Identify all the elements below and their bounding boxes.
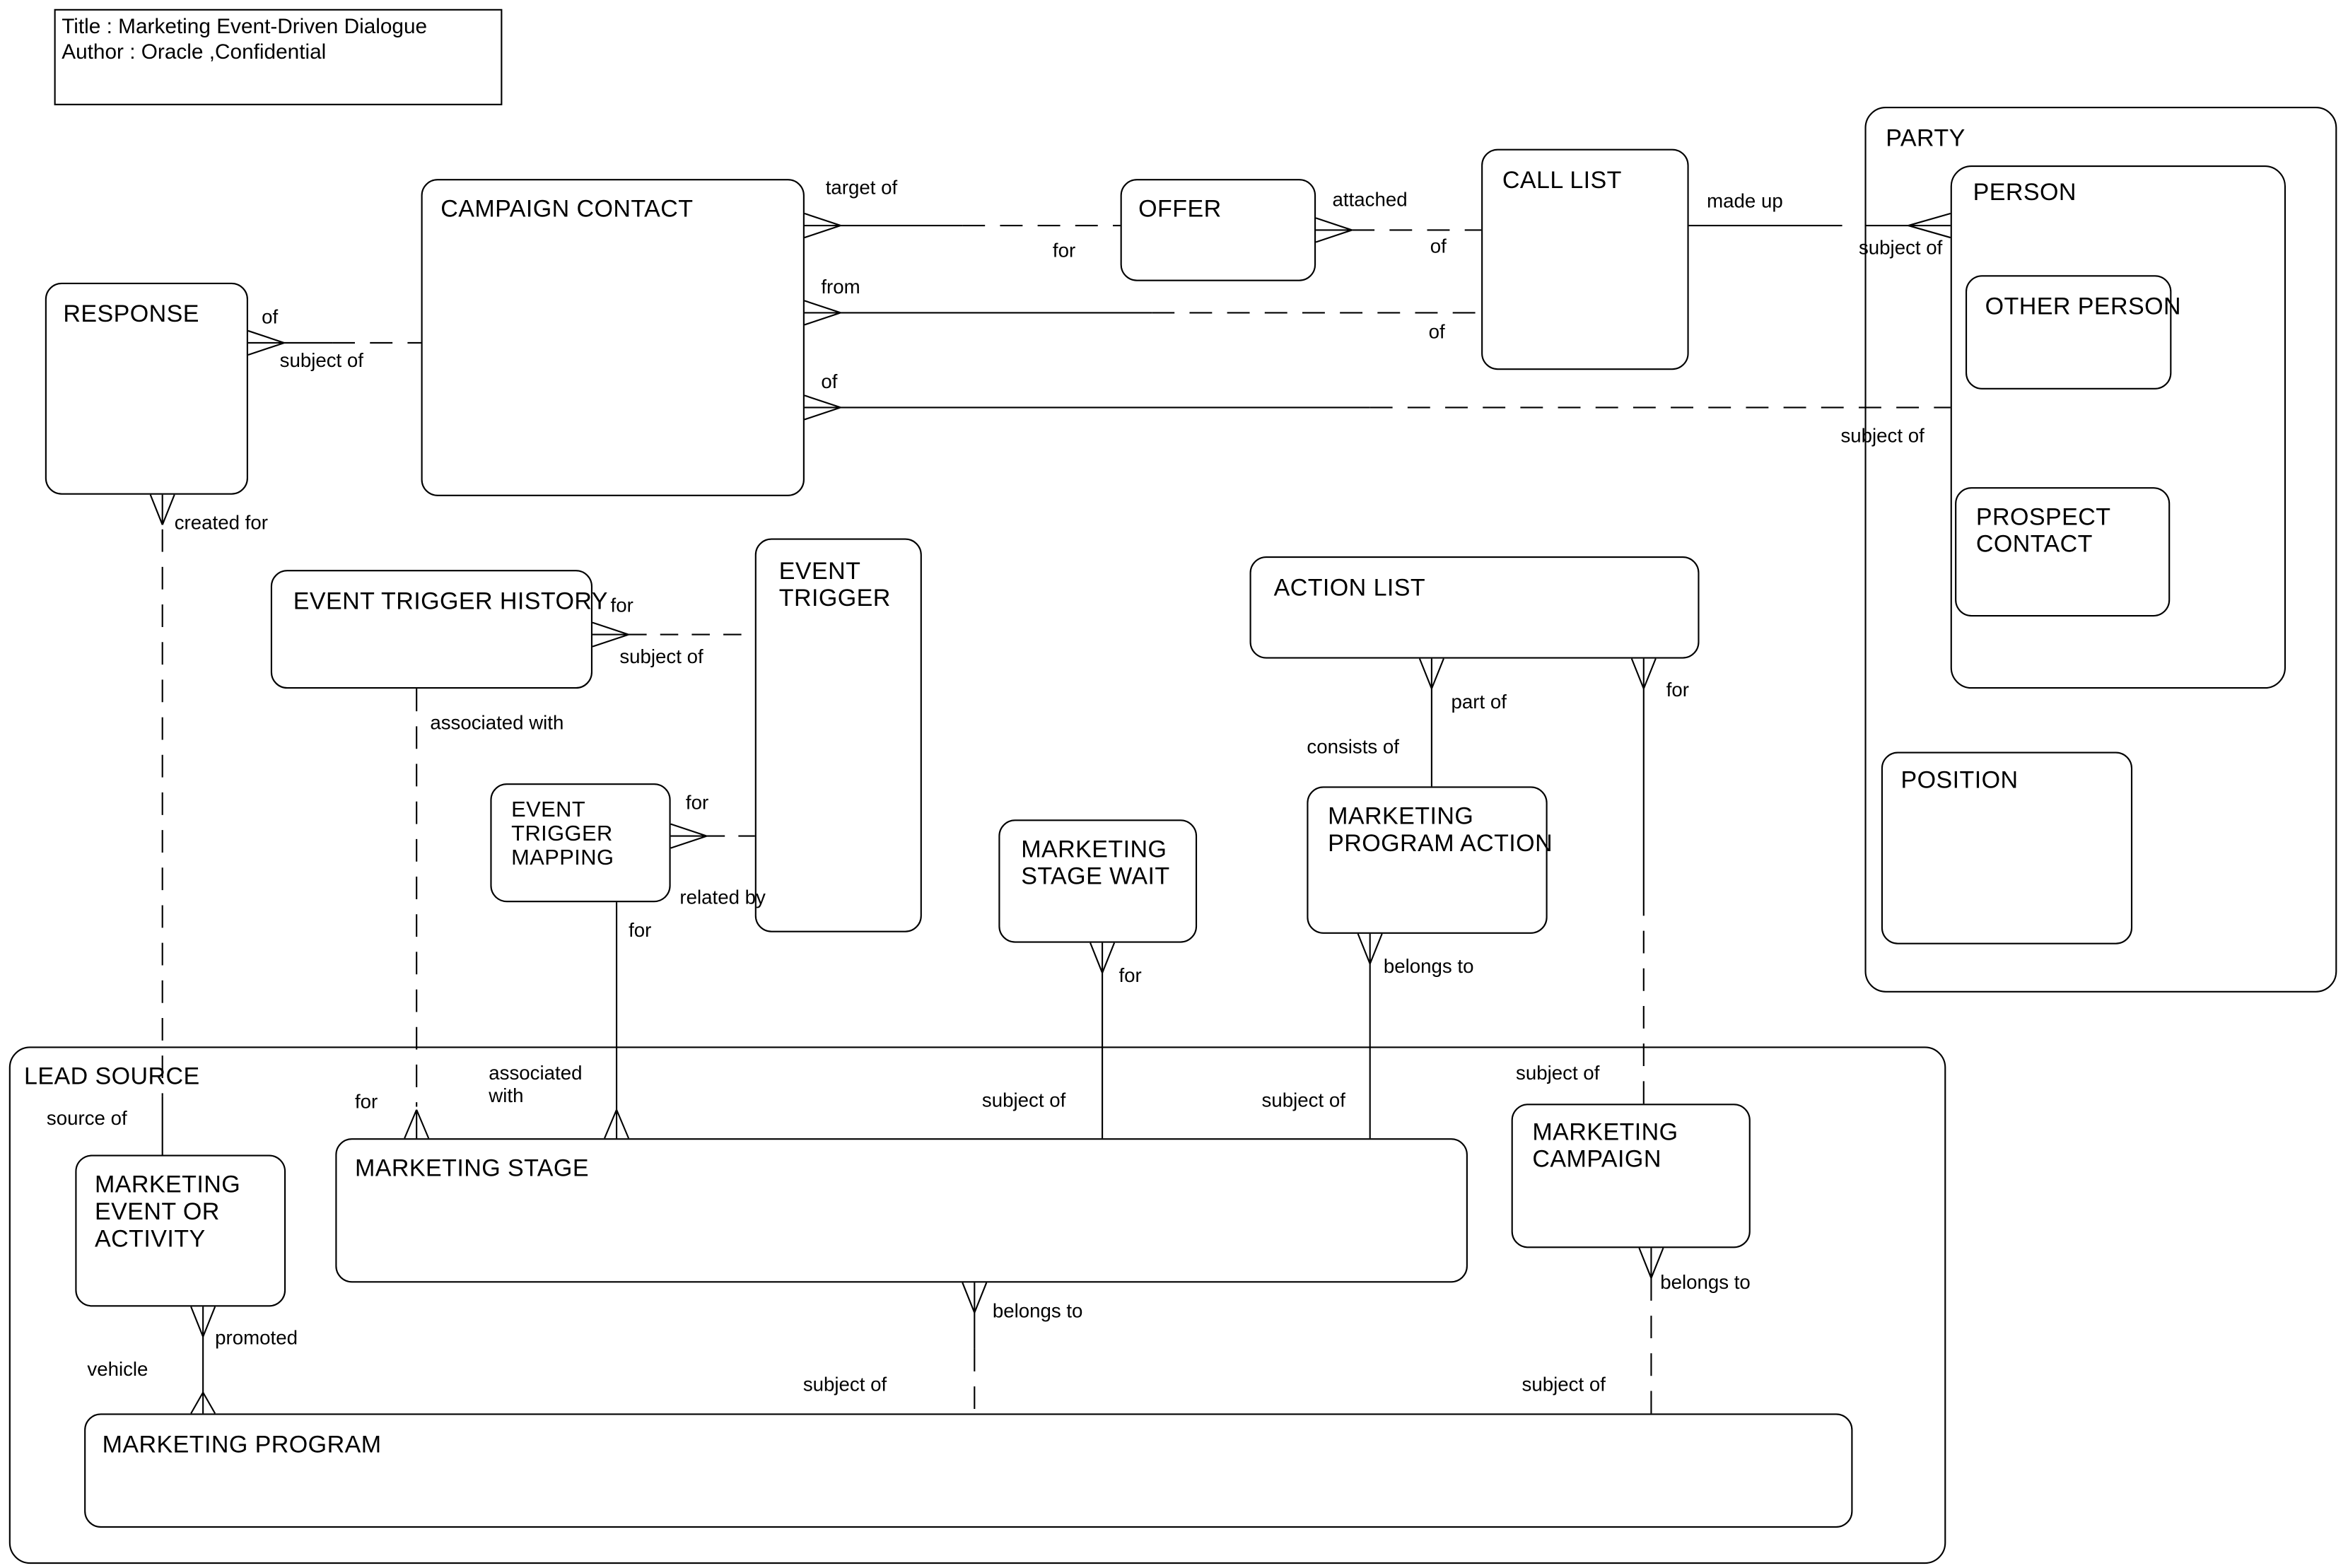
rel-label-target-of: target of — [825, 175, 898, 199]
entity-response — [45, 282, 248, 495]
rel-label-etm-for: for — [685, 790, 709, 814]
line-call-list-person — [1688, 213, 1951, 239]
rel-label-msw-subject-of: subject of — [981, 1088, 1066, 1111]
entity-marketing-event-or-activity-label: MARKETING EVENT OR ACTIVITY — [95, 1173, 241, 1253]
rel-label-etm-ms-associated-with: associated with — [489, 1061, 583, 1107]
line-campaign-contact-person — [804, 394, 1951, 421]
rel-label-from: from — [821, 275, 860, 298]
entity-position-label: POSITION — [1900, 768, 2019, 795]
line-campaign-contact-call-list — [804, 300, 1482, 326]
entity-event-trigger-mapping-label: EVENT TRIGGER MAPPING — [511, 798, 614, 872]
rel-label-made-up: made up — [1707, 189, 1783, 212]
entity-other-person-label: OTHER PERSON — [1985, 294, 2182, 321]
rel-label-part-of: part of — [1451, 690, 1507, 713]
line-mpa-marketing-stage — [1357, 933, 1383, 1139]
rel-label-vehicle: vehicle — [87, 1357, 148, 1381]
entity-prospect-contact — [1955, 487, 2171, 617]
entity-event-trigger — [754, 538, 922, 932]
title-line: Title : Marketing Event-Driven Dialogue — [62, 13, 428, 38]
entity-action-list-label: ACTION LIST — [1273, 575, 1426, 602]
entity-other-person — [1965, 275, 2172, 390]
line-action-list-marketing-campaign — [1630, 658, 1657, 1104]
line-eth-marketing-stage — [404, 689, 430, 1139]
entity-action-list — [1249, 556, 1700, 659]
rel-label-offer-for: for — [1052, 239, 1076, 262]
entity-call-list-label: CALL LIST — [1502, 168, 1622, 194]
entity-marketing-program-action-label: MARKETING PROGRAM ACTION — [1328, 804, 1553, 858]
rel-label-eth-ms-for: for — [354, 1090, 378, 1113]
rel-label-cc-person-subject-of: subject of — [1840, 423, 1924, 447]
rel-label-mpa-subject-of: subject of — [1261, 1088, 1345, 1111]
entity-response-label: RESPONSE — [63, 302, 199, 328]
entity-event-trigger-history — [270, 570, 593, 689]
entity-lead-source-label: LEAD SOURCE — [24, 1064, 200, 1091]
title-box: Title : Marketing Event-Driven Dialogue … — [54, 8, 503, 105]
line-response-campaign-contact — [247, 329, 421, 356]
entity-marketing-stage-wait — [998, 819, 1198, 943]
entity-offer-label: OFFER — [1138, 197, 1222, 223]
line-eth-event-trigger — [592, 621, 755, 648]
line-offer-call-list — [1315, 217, 1482, 243]
entity-offer — [1120, 179, 1316, 281]
line-marketing-campaign-marketing-program — [1638, 1248, 1664, 1414]
entity-marketing-stage-label: MARKETING STAGE — [354, 1156, 589, 1182]
line-msw-marketing-stage — [1090, 942, 1116, 1139]
rel-label-al-mc-subject-of: subject of — [1516, 1061, 1600, 1084]
entity-campaign-contact — [421, 179, 805, 496]
entity-marketing-program — [84, 1413, 1853, 1528]
entity-person — [1950, 165, 2286, 689]
rel-label-al-mc-for: for — [1666, 678, 1689, 701]
rel-label-response-of: of — [262, 305, 279, 328]
rel-label-mc-subject-of: subject of — [1521, 1372, 1606, 1396]
rel-label-related-by: related by — [679, 885, 766, 908]
entity-event-trigger-label: EVENT TRIGGER — [778, 559, 891, 612]
rel-label-cc-person-of: of — [821, 370, 838, 393]
rel-label-source-of: source of — [46, 1106, 127, 1130]
rel-label-msw-for: for — [1118, 964, 1142, 987]
rel-label-eth-for: for — [610, 594, 633, 617]
rel-label-ms-subject-of: subject of — [802, 1372, 887, 1396]
rel-label-response-subject-of: subject of — [279, 349, 364, 372]
rel-label-eth-subject-of: subject of — [619, 645, 703, 668]
rel-label-made-up-subject-of: subject of — [1858, 235, 1943, 259]
line-etm-marketing-stage — [604, 902, 630, 1139]
entity-lead-source — [8, 1046, 1946, 1564]
entity-event-trigger-history-label: EVENT TRIGGER HISTORY — [293, 589, 608, 615]
entity-person-label: PERSON — [1973, 180, 2077, 206]
entity-marketing-program-label: MARKETING PROGRAM — [102, 1433, 382, 1459]
rel-label-attached-of: of — [1430, 234, 1447, 257]
rel-label-mpa-belongs-to: belongs to — [1383, 954, 1474, 978]
entity-call-list — [1481, 148, 1689, 370]
line-etm-event-trigger — [670, 823, 755, 849]
rel-label-promoted: promoted — [215, 1326, 298, 1349]
entity-position — [1881, 751, 2133, 944]
line-meoa-marketing-program — [190, 1306, 216, 1414]
rel-label-attached: attached — [1332, 187, 1408, 211]
line-action-list-mpa — [1418, 658, 1444, 787]
rel-label-eth-associated-with: associated with — [430, 711, 564, 734]
line-marketing-stage-marketing-program — [962, 1282, 988, 1414]
entity-prospect-contact-label: PROSPECT CONTACT — [1975, 505, 2111, 558]
rel-label-created-for: created for — [174, 511, 268, 534]
line-response-marketing-event — [149, 494, 175, 1155]
rel-label-mc-belongs-to: belongs to — [1660, 1270, 1751, 1294]
line-campaign-contact-offer — [804, 213, 1121, 239]
entity-marketing-program-action — [1307, 786, 1548, 934]
entity-campaign-contact-label: CAMPAIGN CONTACT — [440, 197, 694, 223]
entity-party — [1864, 107, 2337, 993]
rel-label-etm-ms-for: for — [629, 918, 652, 942]
entity-marketing-stage-wait-label: MARKETING STAGE WAIT — [1021, 837, 1170, 890]
rel-label-ms-belongs-to: belongs to — [992, 1299, 1083, 1322]
entity-marketing-stage — [335, 1138, 1468, 1283]
entity-event-trigger-mapping — [490, 783, 671, 903]
author-line: Author : Oracle ,Confidential — [62, 39, 327, 64]
entity-party-label: PARTY — [1886, 126, 1966, 152]
rel-label-consists-of: consists of — [1307, 735, 1400, 759]
entity-marketing-campaign — [1511, 1104, 1751, 1248]
entity-marketing-event-or-activity — [75, 1154, 286, 1307]
rel-label-from-of: of — [1428, 320, 1445, 343]
entity-marketing-campaign-label: MARKETING CAMPAIGN — [1532, 1120, 1678, 1173]
